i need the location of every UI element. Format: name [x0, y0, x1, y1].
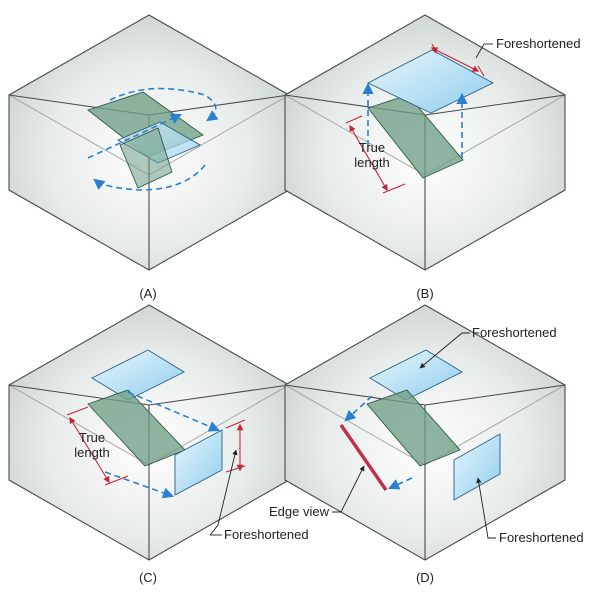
caption-a: (A)	[139, 286, 156, 301]
inclined-plane-b	[367, 94, 464, 179]
caption-b: (B)	[416, 286, 433, 301]
rotation-arrow-top	[109, 87, 219, 122]
leader-foreshortened-c	[209, 449, 238, 536]
leader-foreshortened-d-bottom	[476, 477, 496, 539]
label-foreshortened-d-bottom: Foreshortened	[499, 530, 584, 545]
top-projection-c	[91, 349, 185, 401]
label-true-b: True	[359, 140, 385, 155]
label-foreshortened-c: Foreshortened	[224, 527, 309, 542]
rotation-axis	[87, 113, 183, 159]
projector-c-bottom	[104, 471, 175, 499]
panel-a: (A)	[8, 14, 290, 301]
label-length-b: length	[354, 155, 389, 170]
leader-foreshortened-b	[475, 43, 485, 59]
side-projection-c	[174, 429, 223, 496]
label-true-c: True	[79, 430, 105, 445]
projector-d-bottom	[387, 477, 413, 490]
leader-edge-view	[332, 465, 365, 513]
foreshortened-dim-b	[430, 47, 480, 72]
edge-view-line	[339, 424, 388, 491]
label-foreshortened-b: Foreshortened	[496, 36, 581, 51]
label-foreshortened-d-top: Foreshortened	[472, 325, 557, 340]
right-projection-d	[453, 433, 501, 501]
label-length-c: length	[74, 445, 109, 460]
rotation-arrow-bottom	[93, 164, 206, 191]
top-projection-d	[369, 349, 463, 401]
caption-c: (C)	[139, 570, 157, 585]
panel-c: True length Foreshortened (C)	[8, 304, 309, 585]
caption-d: (D)	[416, 570, 434, 585]
panel-b: Foreshortened True length (B)	[284, 14, 581, 301]
projector-c-top	[127, 391, 221, 432]
true-length-dim-b	[349, 124, 388, 192]
label-edge-view: Edge view	[269, 504, 330, 519]
panel-d: Foreshortened Edge view Foreshortened (D…	[269, 304, 584, 585]
projector-d-top	[344, 395, 373, 422]
leader-foreshortened-d-top	[419, 332, 470, 369]
inclined-plane-a-lower	[119, 127, 173, 189]
inclined-plane-d	[366, 389, 461, 467]
true-length-dim-c	[69, 416, 110, 484]
